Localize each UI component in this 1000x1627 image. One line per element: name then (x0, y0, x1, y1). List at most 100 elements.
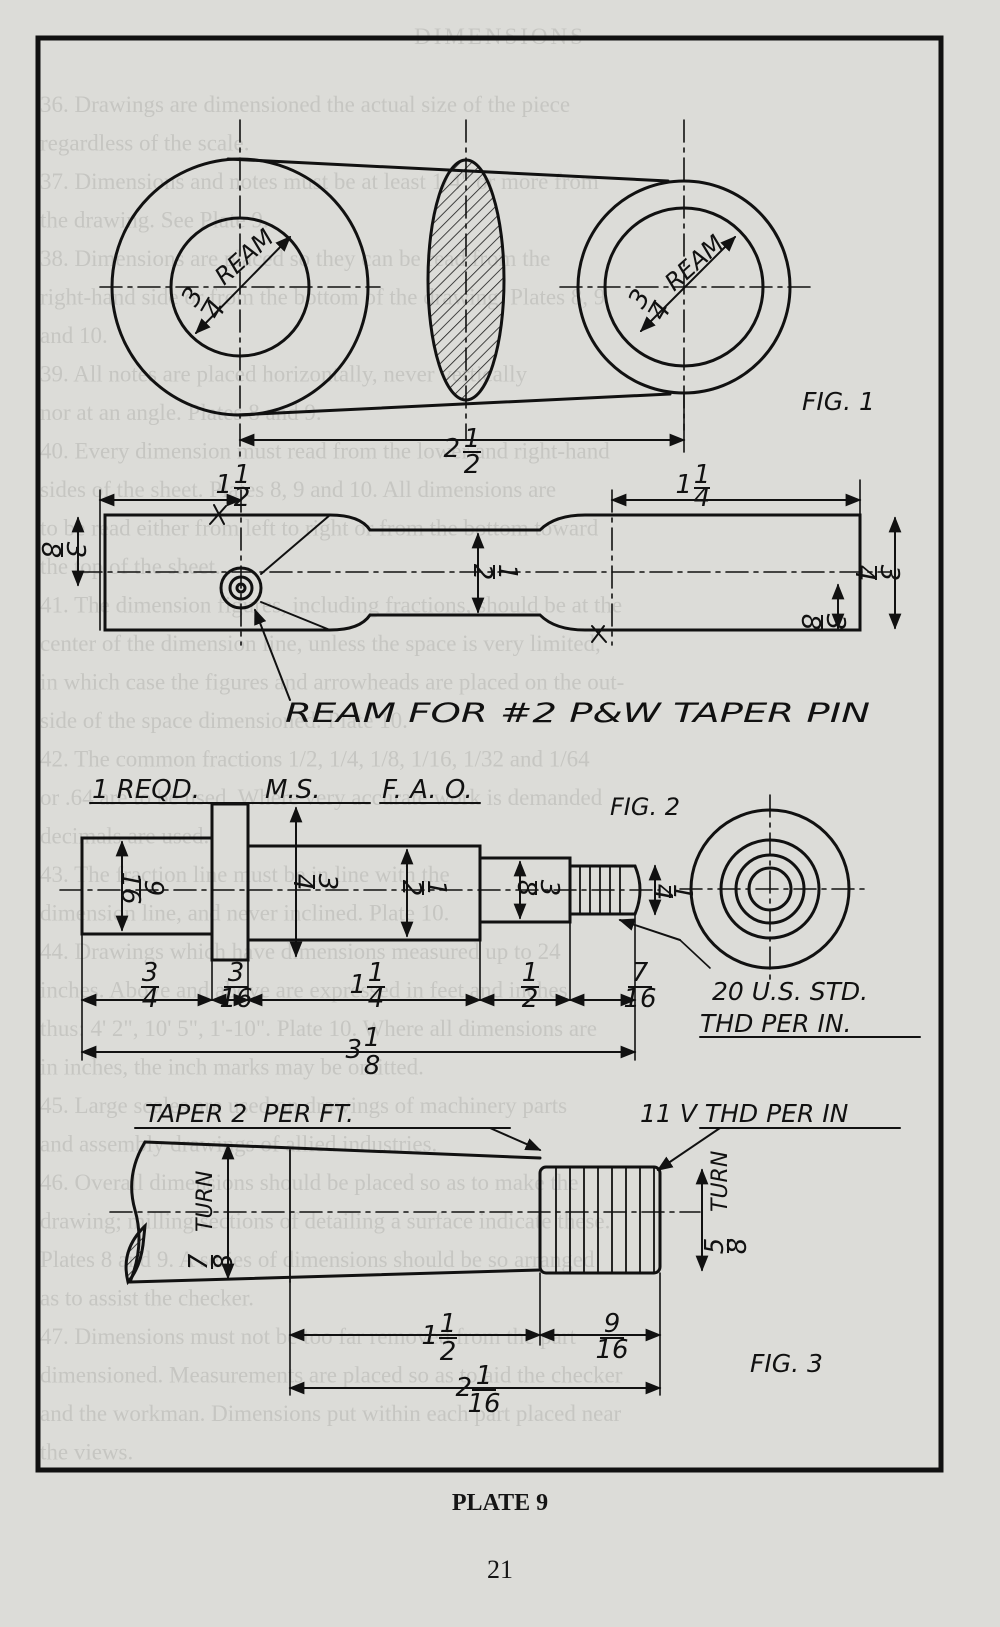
frac-den: 8 (511, 880, 541, 897)
frac-den: 2 (396, 880, 426, 897)
frac-whole: 3 (345, 1035, 362, 1065)
show-through-line: 41. The dimension figures, including fra… (40, 593, 622, 618)
frac-whole: 1 (349, 970, 366, 1000)
fig2-note-material: M.S. (265, 775, 320, 805)
frac-num: 5 (700, 1238, 730, 1255)
frac-den: 16 (467, 1389, 500, 1419)
show-through-line: 42. The common fractions 1/2, 1/4, 1/8, … (40, 747, 590, 772)
fig3-taper-note: TAPER 2 PER FT. (145, 1099, 354, 1128)
show-through-line: decimals are used. (40, 824, 209, 849)
show-through-line: and 10. (40, 323, 108, 348)
fig3-d-right: 5 8 (700, 1238, 753, 1255)
frac-den: 4 (368, 984, 385, 1014)
fig1-left-height: 3 8 (35, 542, 90, 559)
fig3-thread-note: 11 V THD PER IN (640, 1099, 849, 1128)
fig1-ream-note: REAM FOR #2 P&W TAPER PIN (285, 698, 870, 729)
fig2-l-step: 1 2 (521, 958, 539, 1014)
show-through-line: 45. Large scales are used on drawings of… (40, 1093, 567, 1118)
show-through-line: the views. (40, 1440, 133, 1465)
fig1-right-inner-height: 3 8 (795, 614, 850, 631)
frac-num: 1 (522, 958, 539, 988)
frac-den: 16 (595, 1335, 628, 1365)
show-through-line: regardless of the scale. (40, 131, 249, 156)
frac-den: 8 (35, 542, 65, 559)
fig2-d-body: 1 2 (396, 880, 451, 897)
fig3-turn-right: TURN (708, 1151, 733, 1212)
fig2-d-step: 3 8 (511, 880, 564, 897)
show-through-line: 43. The fraction line must be in line wi… (40, 862, 450, 887)
fig2-d-thread: 1 4 (647, 884, 697, 901)
frac-den: 16 (115, 871, 145, 904)
frac-num: 1 (421, 880, 451, 897)
frac-den: 2 (440, 1337, 457, 1367)
fig2-label: FIG. 2 (610, 793, 680, 821)
show-through-line: right-hand side or from the bottom of th… (40, 285, 605, 310)
show-through-line: thus: 4' 2", 10' 5", 1'-10". Plate 10. W… (40, 1016, 597, 1041)
fig1-front-view (71, 479, 902, 701)
frac-num: 1 (464, 424, 481, 454)
page-number: 21 (487, 1555, 513, 1584)
frac-num: 7 (184, 1253, 214, 1270)
plate-caption: PLATE 9 (451, 1490, 549, 1516)
fig3-turn-left: TURN (193, 1171, 218, 1232)
frac-den: 4 (849, 565, 879, 582)
fig2-l-body: 1 1 4 (349, 958, 385, 1014)
show-through-line: 47. Dimensions must not be too far remov… (40, 1324, 577, 1349)
frac-num: 1 (368, 958, 385, 988)
frac-den: 8 (209, 1254, 239, 1271)
show-through-line: 36. Drawings are dimensioned the actual … (40, 92, 570, 117)
frac-num: 1 (440, 1309, 457, 1339)
show-through-line: 40. Every dimension must read from the l… (40, 439, 610, 464)
show-through-line: center of the dimension line, unless the… (40, 631, 601, 656)
frac-whole: 2 (455, 1373, 472, 1403)
fig3-l-thread: 9 16 (595, 1309, 628, 1365)
fig3-d-left: 7 8 (184, 1253, 239, 1270)
show-through-line: the top of the sheet. (40, 554, 221, 579)
fig2-d-head: 9 16 (115, 871, 168, 904)
show-through-line: 44. Drawings which have dimensions measu… (40, 939, 561, 964)
show-through-line: to be read either from left to right or … (40, 516, 599, 541)
fig2-l-overall: 3 1 8 (345, 1023, 381, 1081)
frac-den: 8 (795, 614, 825, 631)
frac-den: 2 (234, 483, 251, 513)
frac-num: 3 (142, 958, 159, 988)
fig2-l-thread: 7 16 (623, 958, 656, 1014)
fig3-break-section (124, 1222, 147, 1286)
frac-num: 3 (60, 542, 90, 559)
frac-den: 4 (694, 483, 711, 513)
fig2-l-head: 3 4 (141, 958, 159, 1014)
show-through-line: dimension line, and never inclined. Plat… (40, 901, 449, 926)
frac-num: 3 (874, 565, 904, 582)
frac-num: 1 (234, 460, 251, 490)
frac-den: 16 (219, 984, 252, 1014)
frac-num: 7 (632, 958, 649, 988)
frac-den: 8 (364, 1051, 381, 1081)
frac-num: 3 (820, 614, 850, 631)
frac-num: 3 (534, 880, 564, 897)
fig1-top-view (99, 119, 811, 461)
frac-den: 8 (723, 1238, 753, 1255)
frac-whole: 1 (215, 470, 232, 500)
frac-whole: 1 (675, 470, 692, 500)
frac-num: 1 (694, 460, 711, 490)
show-through-line: in inches, the inch marks may be omitted… (40, 1055, 424, 1080)
show-through-line: and the workman. Dimensions put within e… (40, 1401, 622, 1426)
fig2-pin (59, 794, 871, 1061)
plate-border (35, 35, 944, 1473)
fig3-l-overall: 2 1 16 (455, 1361, 500, 1419)
frac-den: 2 (467, 564, 497, 581)
fig2-thread-note-line1: 20 U.S. STD. (712, 977, 868, 1006)
frac-den: 16 (623, 984, 656, 1014)
fig2-note-finish: F. A. O. (382, 775, 473, 805)
fig2-thread-note-line2: THD PER IN. (700, 1009, 851, 1038)
show-through-line: or .64 are to be used. Where very accura… (40, 785, 603, 810)
show-through-line: dimensioned. Measurements are placed so … (40, 1363, 623, 1388)
frac-den: 4 (647, 884, 677, 901)
fig1-right-length: 1 1 4 (675, 460, 710, 513)
show-through-line: side of the space dimensioned. Plate 10. (40, 708, 408, 733)
frac-den: 4 (142, 984, 159, 1014)
frac-num: 9 (604, 1309, 621, 1339)
fig1-overall-width: 2 1 2 (443, 424, 481, 480)
fig2-l-collar: 3 16 (219, 958, 252, 1014)
